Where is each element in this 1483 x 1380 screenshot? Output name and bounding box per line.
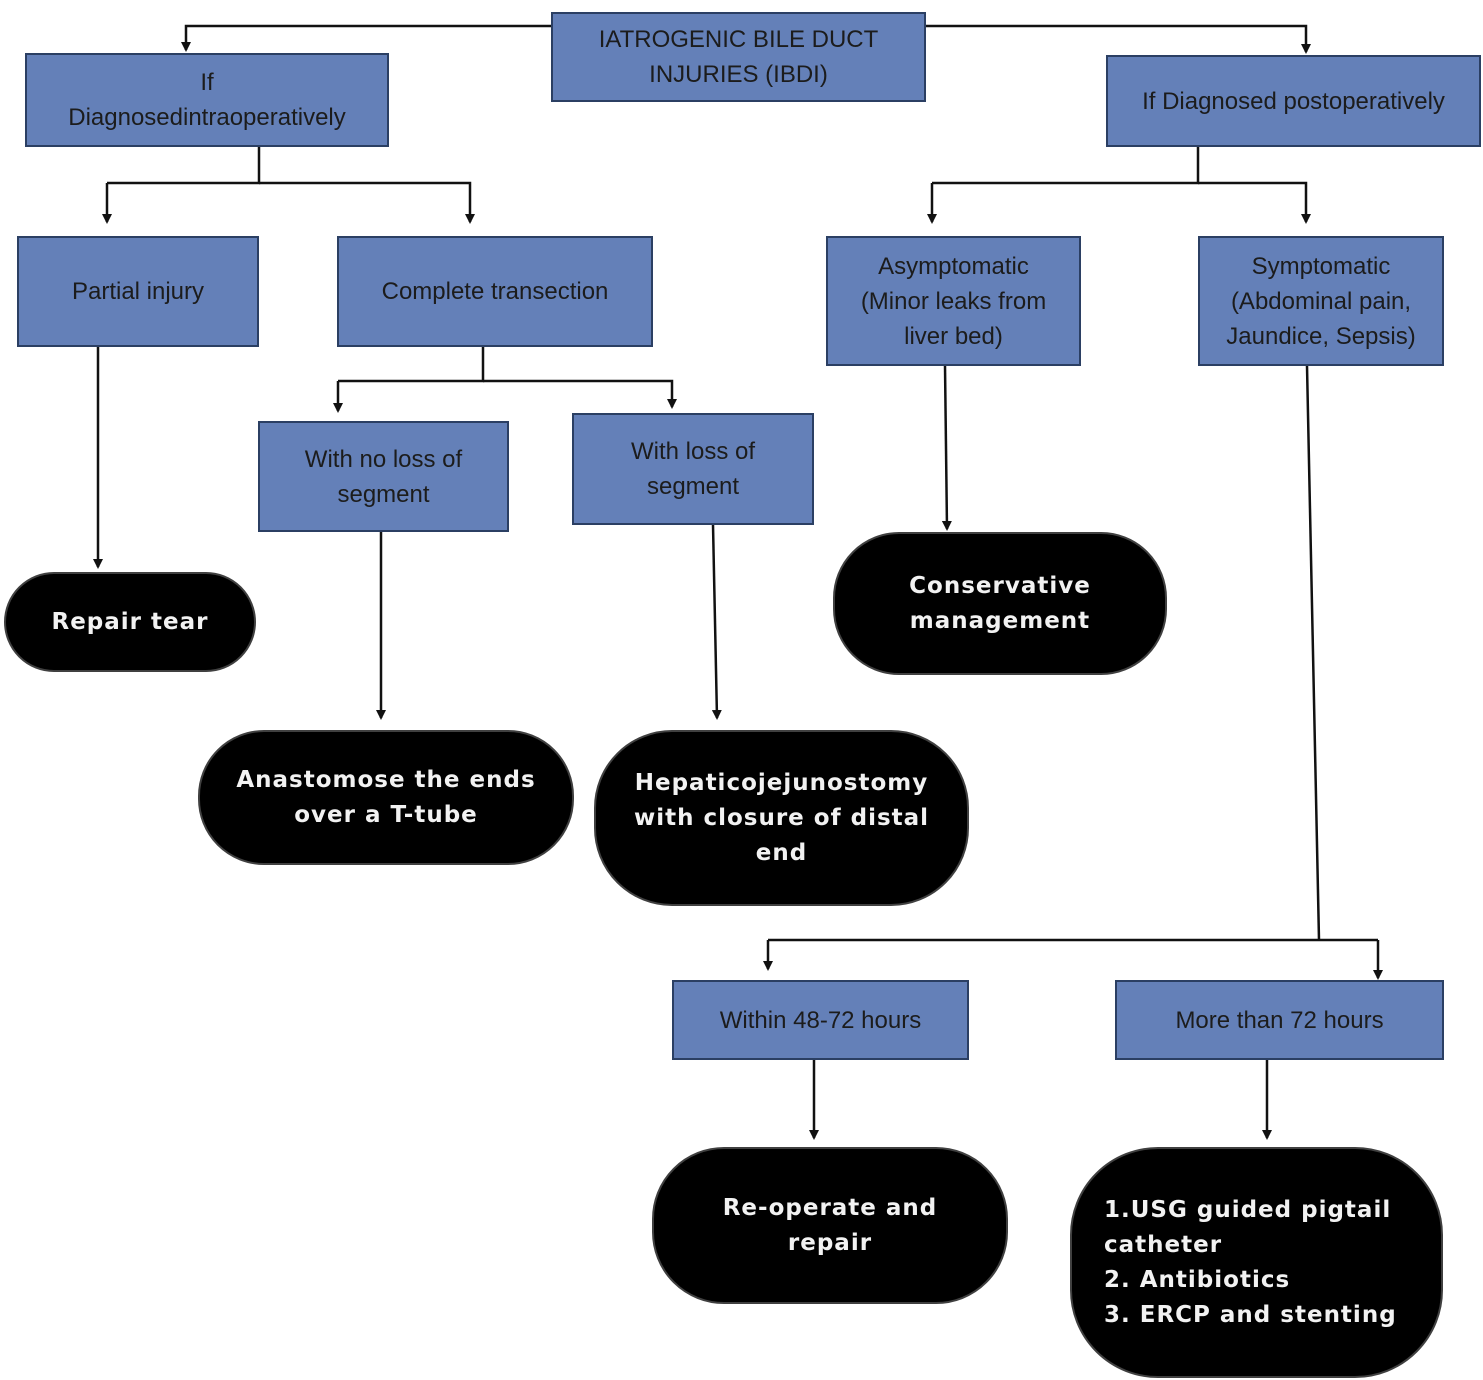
within-48-72-hours-node-line: Within 48-72 hours [719, 1006, 922, 1034]
loss-segment-node-line: With loss of [630, 438, 756, 465]
list-item: 2. Antibiotics [1104, 1266, 1291, 1293]
connector-complete-loss [483, 379, 677, 409]
connector-intraop-complete [259, 181, 475, 224]
list-item: 3. ERCP and stenting [1104, 1301, 1397, 1328]
reoperate-outcome-line: Re-operate and [722, 1194, 938, 1221]
list-item: catheter [1104, 1231, 1223, 1258]
connector-root-postop [925, 24, 1311, 54]
late-management-outcome: 1.USG guided pigtail catheter 2. Antibio… [1070, 1147, 1443, 1378]
anastomose-outcome-line: over a T-tube [294, 801, 478, 828]
symptomatic-node-line: (Abdominal pain, [1230, 287, 1412, 315]
intraoperative-node-line: Diagnosedintraoperatively [68, 104, 346, 131]
anastomose-outcome-line: Anastomose the ends [236, 766, 536, 793]
complete-transection-node-line: Complete transection [381, 278, 609, 305]
intraoperative-node: If Diagnosedintraoperatively [25, 53, 389, 147]
hepaticojejunostomy-outcome-line: end [755, 839, 808, 866]
postoperative-node-line: If Diagnosed postoperatively [1142, 87, 1445, 115]
anastomose-outcome: Anastomose the ends over a T-tube [198, 730, 574, 865]
asymptomatic-node-line: Asymptomatic [878, 252, 1029, 280]
reoperate-outcome: Re-operate and repair [652, 1147, 1008, 1304]
root-node: IATROGENIC BILE DUCT INJURIES (IBDI) [551, 12, 926, 102]
hepaticojejunostomy-outcome: Hepaticojejunostomy with closure of dist… [594, 730, 969, 906]
repair-tear-outcome: Repair tear [4, 572, 256, 672]
reoperate-outcome-line: repair [787, 1229, 873, 1256]
more-than-72-hours-node-line: More than 72 hours [1175, 1006, 1384, 1034]
connector-complete-split [338, 347, 485, 383]
hepaticojejunostomy-outcome-line: with closure of distal [633, 804, 930, 831]
loss-segment-node-line: segment [646, 473, 740, 500]
partial-injury-node-line: Partial injury [71, 278, 205, 305]
partial-injury-node: Partial injury [17, 236, 259, 347]
no-loss-segment-node: With no loss of segment [258, 421, 509, 532]
connector-symptomatic-trunk [1305, 365, 1321, 941]
postoperative-node: If Diagnosed postoperatively [1106, 55, 1481, 147]
symptomatic-node: Symptomatic (Abdominal pain, Jaundice, S… [1198, 236, 1444, 366]
connector-root-intraop [181, 24, 551, 52]
conservative-management-outcome-line: Conservative [909, 572, 1091, 599]
symptomatic-node-line: Jaundice, Sepsis) [1226, 322, 1416, 350]
connector-postop-split [932, 147, 1200, 185]
intraoperative-node-line: If [200, 69, 214, 96]
more-than-72-hours-node: More than 72 hours [1115, 980, 1444, 1060]
late-management-list: 1.USG guided pigtail catheter 2. Antibio… [1104, 1193, 1397, 1333]
asymptomatic-node: Asymptomatic (Minor leaks from liver bed… [826, 236, 1081, 366]
connector-intraop-split [107, 147, 261, 185]
asymptomatic-node-line: liver bed) [904, 322, 1003, 350]
hepaticojejunostomy-outcome-line: Hepaticojejunostomy [634, 769, 929, 796]
repair-tear-outcome-line: Repair tear [51, 608, 209, 635]
connector-loss-hepatico [711, 524, 722, 720]
asymptomatic-node-line: (Minor leaks from [860, 287, 1047, 315]
root-node-line: INJURIES (IBDI) [649, 61, 828, 88]
connector-postop-symptomatic [1198, 181, 1311, 224]
root-node-text: IATROGENIC BILE DUCT INJURIES (IBDI) [599, 22, 879, 92]
symptomatic-node-line: Symptomatic [1251, 252, 1391, 280]
loss-segment-node: With loss of segment [572, 413, 814, 525]
complete-transection-node: Complete transection [337, 236, 653, 347]
list-item: 1.USG guided pigtail [1104, 1196, 1392, 1223]
within-48-72-hours-node: Within 48-72 hours [672, 980, 969, 1060]
no-loss-segment-node-line: segment [337, 480, 430, 508]
root-node-line: IATROGENIC BILE DUCT [598, 26, 879, 53]
conservative-management-outcome-line: management [909, 607, 1091, 634]
conservative-management-outcome: Conservative management [833, 532, 1167, 675]
connector-asymptomatic-conservative [941, 365, 952, 531]
no-loss-segment-node-line: With no loss of [304, 445, 463, 473]
